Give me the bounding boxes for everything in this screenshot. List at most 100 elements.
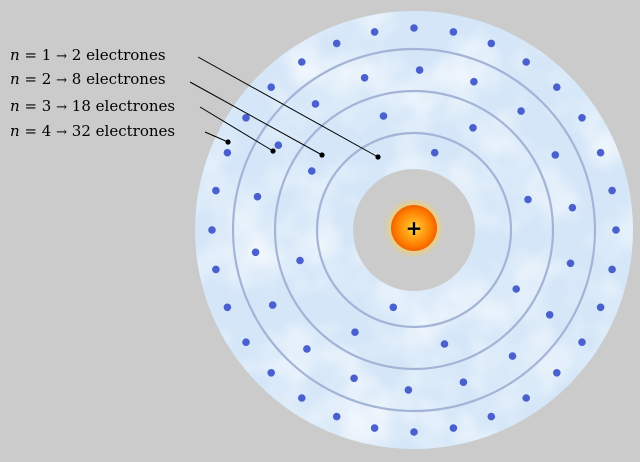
electron-shell-3: [311, 100, 320, 108]
electron-shell-2: [308, 167, 316, 175]
electron-shell-4: [223, 303, 232, 312]
electrons-word: electrones: [86, 46, 166, 64]
shell-number: 2: [41, 70, 52, 88]
leader-endpoint-dot: [375, 154, 381, 160]
quantum-number-symbol: n: [10, 70, 20, 88]
electron-shell-4: [267, 369, 276, 377]
electron-shell-4: [612, 226, 620, 234]
electron-shell-3: [303, 345, 311, 353]
electron-shell-3: [568, 203, 577, 212]
electron-shell-2: [351, 328, 359, 337]
electron-shell-3: [251, 248, 260, 257]
arrow-icon: →: [56, 49, 68, 64]
electron-shell-4: [578, 114, 586, 122]
shell-number: 4: [41, 122, 52, 140]
electron-shell-3: [517, 107, 525, 115]
shell-number: 1: [41, 46, 52, 64]
arrow-icon: →: [56, 125, 68, 140]
electron-shell-3: [566, 259, 575, 268]
electron-shell-4: [578, 338, 586, 347]
electron-shell-4: [332, 39, 341, 48]
electron-shell-1: [389, 303, 398, 312]
electron-shell-2: [379, 112, 388, 120]
electron-shell-4: [487, 412, 496, 421]
leader-endpoint-dot: [225, 139, 231, 145]
quantum-number-symbol: n: [10, 122, 20, 140]
electron-shell-3: [404, 386, 413, 394]
shell-label-n1: n = 1 → 2 electrones: [10, 46, 166, 64]
leader-endpoint-dot: [270, 148, 276, 154]
leader-line-n3: [199, 106, 274, 152]
electron-shell-4: [212, 265, 220, 274]
electron-shell-4: [223, 148, 232, 157]
electron-shell-2: [296, 256, 304, 265]
shell-boundary-ring: [231, 47, 597, 413]
electron-shell-4: [208, 226, 216, 234]
electron-shell-4: [596, 303, 605, 312]
electron-shell-3: [508, 352, 517, 360]
electron-shell-4: [608, 186, 616, 195]
electron-shell-4: [298, 394, 306, 402]
electron-count: 2: [71, 46, 82, 64]
electron-shell-4: [522, 58, 530, 66]
electron-shell-4: [449, 424, 458, 432]
electron-shell-3: [350, 374, 358, 383]
electron-count: 8: [71, 70, 82, 88]
leader-line-n4: [204, 131, 229, 143]
electron-shell-4: [242, 114, 250, 122]
electron-shell-4: [298, 58, 306, 66]
shell-number: 3: [41, 97, 52, 115]
electron-shell-4: [553, 83, 561, 91]
electrons-word: electrones: [95, 97, 176, 115]
shell-label-n3: n = 3 → 18 electrones: [10, 97, 176, 115]
electron-shell-4: [370, 28, 379, 36]
electron-shell-3: [268, 301, 277, 309]
electron-shell-4: [267, 83, 276, 91]
electron-shell-4: [242, 338, 250, 347]
quantum-number-symbol: n: [10, 97, 20, 115]
electron-shell-2: [440, 340, 449, 348]
electron-shell-2: [524, 195, 532, 204]
electron-shell-4: [449, 28, 458, 36]
electron-shell-4: [596, 148, 605, 157]
electrons-word: electrones: [95, 122, 176, 140]
shell-label-n2: n = 2 → 8 electrones: [10, 70, 166, 88]
shell-boundary-ring: [273, 89, 555, 371]
shell-boundary-ring: [315, 131, 513, 329]
electron-shell-4: [608, 265, 616, 274]
electron-shell-4: [332, 412, 341, 421]
shell-label-n4: n = 4 → 32 electrones: [10, 122, 176, 140]
electron-shell-2: [469, 124, 477, 132]
electron-shell-3: [274, 141, 283, 149]
electron-cloud-texture: [195, 11, 633, 449]
nucleus-charge-symbol: +: [406, 216, 423, 240]
leader-endpoint-dot: [319, 152, 325, 158]
electron-shell-3: [470, 77, 478, 86]
leader-line-n1: [197, 56, 379, 158]
electron-shell-2: [512, 285, 520, 293]
arrow-icon: →: [56, 73, 68, 88]
leader-line-n2: [189, 81, 323, 156]
electron-shell-3: [551, 151, 560, 159]
electron-shell-4: [410, 24, 418, 32]
electron-shell-1: [430, 148, 439, 157]
electrons-word: electrones: [86, 70, 166, 88]
electron-shell-3: [415, 66, 424, 74]
electron-shell-4: [487, 39, 496, 48]
arrow-icon: →: [56, 100, 68, 115]
electron-shell-3: [545, 311, 554, 319]
electron-shell-4: [370, 424, 379, 432]
electron-shell-4: [410, 428, 418, 436]
electron-shell-3: [459, 378, 468, 387]
electron-shell-3: [253, 192, 262, 201]
electron-shell-4: [553, 369, 561, 377]
electron-count: 32: [71, 122, 91, 140]
electron-shell-4: [522, 394, 530, 402]
electron-shell-4: [212, 186, 220, 195]
electron-count: 18: [71, 97, 91, 115]
nucleus: [391, 205, 437, 251]
electron-shell-3: [360, 74, 369, 82]
quantum-number-symbol: n: [10, 46, 20, 64]
